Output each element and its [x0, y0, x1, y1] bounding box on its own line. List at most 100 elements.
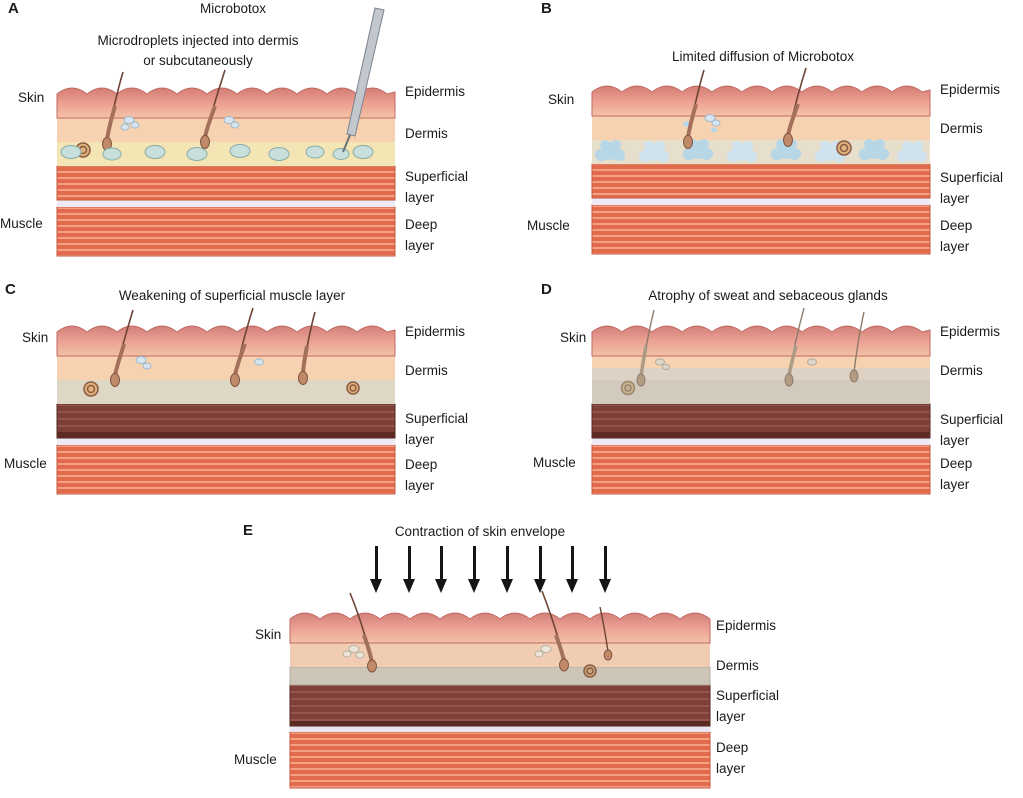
panel-a-label-deep-layer: Deep layer	[405, 217, 438, 253]
sweat-gland-coil	[83, 381, 360, 397]
panel-a-label-dermis: Dermis	[405, 126, 448, 141]
hair-follicle	[849, 311, 865, 383]
panel-d-label-dermis: Dermis	[940, 363, 983, 378]
epidermis-layer	[591, 325, 931, 357]
diffusion-clouds	[595, 121, 927, 162]
hair-follicle	[349, 592, 377, 673]
subcutaneous-layer	[592, 380, 930, 404]
epidermis-layer	[56, 325, 396, 357]
deep-muscle-layer	[591, 444, 931, 495]
hair-follicle	[298, 311, 316, 385]
down-arrow-icon	[402, 546, 416, 594]
panel-a-muscle-label: Muscle	[0, 216, 43, 231]
panel-e-label-epidermis: Epidermis	[716, 618, 777, 633]
atrophic-dermis-band	[592, 368, 930, 380]
panel-b-letter: B	[541, 0, 552, 17]
hair-follicle	[110, 309, 134, 387]
panel-e-label-deep-layer: Deep layer	[716, 740, 749, 776]
fascia-gap	[592, 198, 930, 205]
down-arrow-icon	[468, 546, 481, 594]
panel-e-label-dermis: Dermis	[716, 658, 759, 673]
hair-follicle	[599, 606, 613, 661]
panel-e-skin-label: Skin	[255, 627, 282, 642]
panel-b-muscle-label: Muscle	[527, 218, 570, 233]
superficial-muscle-layer	[56, 165, 396, 201]
deep-muscle-layer	[56, 444, 396, 495]
syringe-icon	[342, 7, 385, 153]
panel-c-letter: C	[5, 281, 16, 298]
hair-follicle	[541, 590, 569, 672]
weakened-superficial-muscle-layer	[289, 684, 711, 727]
hair-follicle	[636, 309, 655, 387]
panel-c-label-superficial-layer: Superficial layer	[405, 411, 469, 447]
deep-muscle-layer	[56, 206, 396, 257]
microdroplets	[60, 144, 374, 161]
panel-d-skin-cross-section	[591, 307, 931, 496]
panel-b-skin-label: Skin	[548, 92, 575, 107]
weakened-superficial-muscle-layer	[56, 403, 396, 439]
panel-d-muscle-label: Muscle	[533, 455, 576, 470]
panel-b-title: Limited diffusion of Microbotox	[671, 49, 855, 64]
fascia-gap	[57, 200, 395, 207]
panel-e-letter: E	[243, 522, 254, 539]
panel-a-letter: A	[8, 0, 19, 17]
panel-a-subtitle-line1: Microdroplets injected into dermis	[97, 33, 299, 48]
hair-follicle	[783, 67, 807, 147]
panel-c-skin-label: Skin	[22, 330, 49, 345]
panel-d-label-deep-layer: Deep layer	[940, 456, 973, 492]
hair-follicle	[683, 69, 705, 149]
panel-b-label-deep-layer: Deep layer	[940, 218, 973, 254]
panel-a-subtitle-line2: or subcutaneously	[143, 53, 253, 69]
fascia-gap	[592, 438, 930, 445]
down-arrow-icon	[533, 546, 547, 594]
hair-follicle	[230, 307, 254, 387]
panel-c-title: Weakening of superficial muscle layer	[118, 288, 346, 303]
sweat-gland-coil	[583, 664, 597, 678]
subcutaneous-layer	[57, 380, 395, 404]
sebaceous-gland	[704, 114, 721, 127]
pale-gland	[342, 645, 365, 659]
panel-a-skin-cross-section	[56, 7, 396, 258]
panel-d-label-epidermis: Epidermis	[940, 324, 1001, 339]
down-arrow-icon	[435, 546, 448, 594]
weakened-superficial-muscle-layer	[591, 403, 931, 439]
fascia-gap	[57, 438, 395, 445]
contraction-arrows	[370, 546, 612, 594]
epidermis-layer	[56, 87, 396, 119]
epidermis-layer	[289, 612, 711, 644]
panel-e-skin-cross-section	[289, 590, 711, 790]
panel-e-label-superficial-layer: Superficial layer	[716, 688, 780, 724]
panel-b-label-superficial-layer: Superficial layer	[940, 170, 1004, 206]
subcutaneous-layer	[289, 666, 711, 686]
panel-c-label-deep-layer: Deep layer	[405, 457, 438, 493]
panel-a-subtitle: Microdroplets injected into dermis or su…	[58, 31, 338, 72]
panel-e-muscle-label: Muscle	[234, 752, 277, 767]
panel-c-label-epidermis: Epidermis	[405, 324, 466, 339]
panel-b-skin-cross-section	[591, 67, 931, 256]
deep-muscle-layer	[289, 731, 711, 789]
panel-d-title: Atrophy of sweat and sebaceous glands	[648, 288, 888, 303]
dermis-layer	[592, 116, 930, 140]
panel-d-skin-label: Skin	[560, 330, 587, 345]
atrophied-sweat-gland-coil	[620, 380, 636, 396]
fascia-gap	[290, 726, 710, 732]
down-arrow-icon	[370, 546, 383, 594]
panel-b-label-dermis: Dermis	[940, 121, 983, 136]
atrophied-gland	[807, 358, 817, 366]
superficial-muscle-layer	[591, 163, 931, 199]
sebaceous-gland	[135, 356, 152, 370]
panel-c-label-dermis: Dermis	[405, 363, 448, 378]
panel-a-label-epidermis: Epidermis	[405, 84, 466, 99]
sebaceous-gland	[254, 358, 264, 366]
sweat-gland-coil	[836, 140, 852, 156]
panel-d-letter: D	[541, 281, 552, 298]
panel-c-skin-cross-section	[56, 307, 396, 496]
panel-b-label-epidermis: Epidermis	[940, 82, 1001, 97]
down-arrow-icon	[500, 546, 514, 594]
panel-a-title: Microbotox	[199, 1, 267, 16]
hair-follicle	[784, 307, 805, 387]
sebaceous-gland	[223, 116, 240, 129]
deep-muscle-layer	[591, 204, 931, 255]
dermis-layer	[57, 356, 395, 380]
